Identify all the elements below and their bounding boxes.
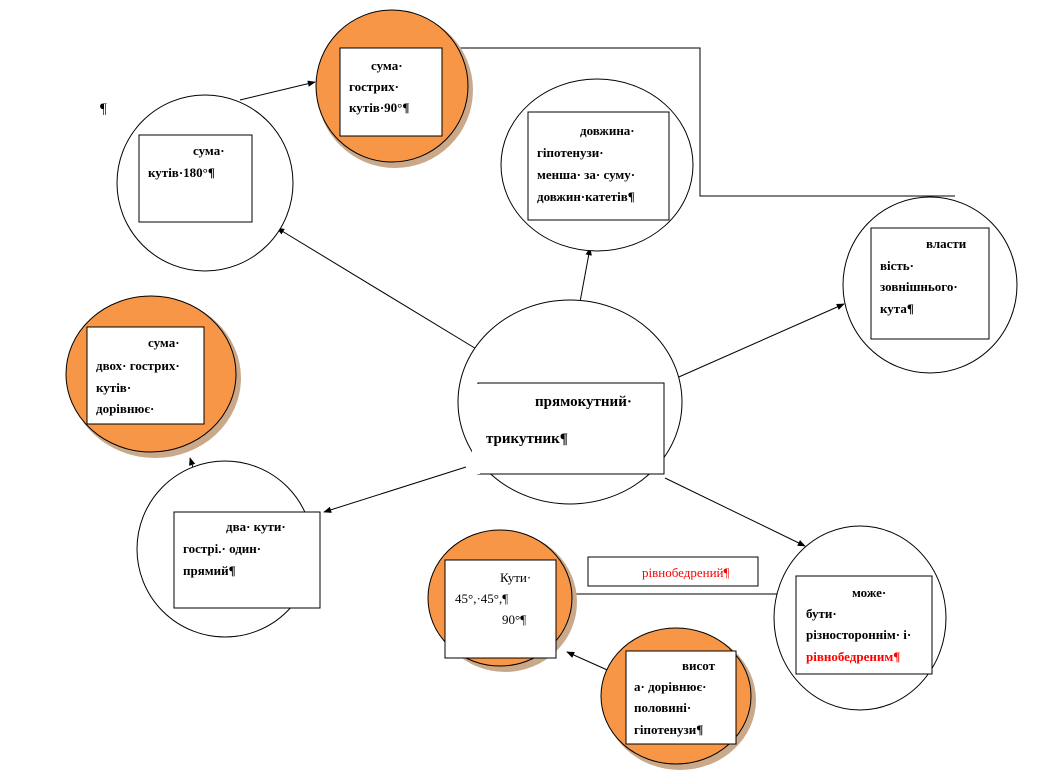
sum-acute-line-1: сума· [371, 58, 403, 73]
isosceles-label: рівнобедрений¶ [587, 556, 759, 587]
hypotenuse-line-1: довжина· [580, 123, 635, 138]
angles-45-line-1: Кути· [500, 570, 531, 585]
center-title-line-1: прямокутний· [535, 394, 632, 410]
angles-line-2: гострі.· один· [183, 541, 261, 556]
may-be-line-4: рівнобедреним¶ [806, 649, 900, 664]
arrow-center-to-sum-180 [276, 227, 479, 351]
altitude-line-4: гіпотенузи¶ [634, 722, 703, 737]
exterior-line-1: власти [926, 236, 967, 251]
node-hypotenuse: довжина· гіпотенузи· менша· за· суму· до… [500, 78, 694, 252]
arrow-center-to-exterior [671, 303, 845, 381]
exterior-line-4: кута¶ [880, 301, 914, 316]
sum-acute-line-3: кутів·90°¶ [349, 100, 409, 115]
connectors [189, 44, 955, 674]
sum-acute-line-2: гострих· [349, 79, 399, 94]
angles-45-line-3: 90°¶ [502, 612, 526, 627]
arrow-center-to-hypotenuse [579, 247, 592, 303]
node-angles-45-45-90: Кути· 45°,·45°,¶ 90°¶ [427, 529, 577, 672]
node-right-triangle-center: прямокутний· трикутник¶ [457, 299, 683, 505]
sum-180-line-1: сума· [193, 143, 225, 158]
center-title-line-2: трикутник¶ [486, 431, 568, 447]
two-acute-line-3: кутів· [96, 380, 131, 395]
stray-pilcrow: ¶ [100, 101, 107, 117]
node-angle-types: два· кути· гострі.· один· прямий¶ [136, 460, 321, 638]
arrow-sum-180-to-sum-acute [239, 80, 316, 101]
sum-180-line-2: кутів·180°¶ [148, 165, 215, 180]
arrow-exterior-to-sum-acute [445, 44, 955, 197]
angles-45-line-2: 45°,·45°,¶ [455, 591, 508, 606]
node-two-acute-angles: сума· двох· гострих· кутів· дорівнює· [65, 295, 241, 458]
angles-line-3: прямий¶ [183, 563, 236, 578]
altitude-line-3: половині· [634, 700, 691, 715]
arrow-center-to-angles [323, 466, 467, 513]
node-altitude-half-hypotenuse: висот а· дорівнює· половині· гіпотенузи¶ [600, 627, 756, 770]
two-acute-line-1: сума· [148, 335, 180, 350]
hypotenuse-line-2: гіпотенузи· [537, 145, 604, 160]
arrow-center-to-may-be [664, 477, 806, 547]
may-be-line-3: різностороннім· і· [806, 627, 911, 642]
altitude-line-2: а· дорівнює· [634, 679, 706, 694]
node-may-be-scalene-or-isosceles: може· бути· різностороннім· і· рівнобедр… [773, 525, 947, 711]
exterior-line-2: вість· [880, 258, 914, 273]
node-sum-angles-180: сума· кутів·180°¶ [116, 94, 294, 272]
may-be-line-2: бути· [806, 606, 837, 621]
node-sum-acute-angles: сума· гострих· кутів·90°¶ [315, 9, 473, 168]
node-exterior-angle: власти вість· зовнішнього· кута¶ [842, 196, 1018, 374]
exterior-line-3: зовнішнього· [880, 279, 958, 294]
hypotenuse-line-3: менша· за· суму· [537, 167, 635, 182]
altitude-line-1: висот [682, 658, 716, 673]
isosceles-label-text: рівнобедрений¶ [642, 565, 730, 580]
hypotenuse-line-4: довжин·катетів¶ [537, 189, 635, 204]
two-acute-line-2: двох· гострих· [96, 358, 180, 373]
angles-line-1: два· кути· [226, 519, 286, 534]
may-be-line-1: може· [852, 585, 886, 600]
two-acute-line-4: дорівнює· [96, 401, 154, 416]
